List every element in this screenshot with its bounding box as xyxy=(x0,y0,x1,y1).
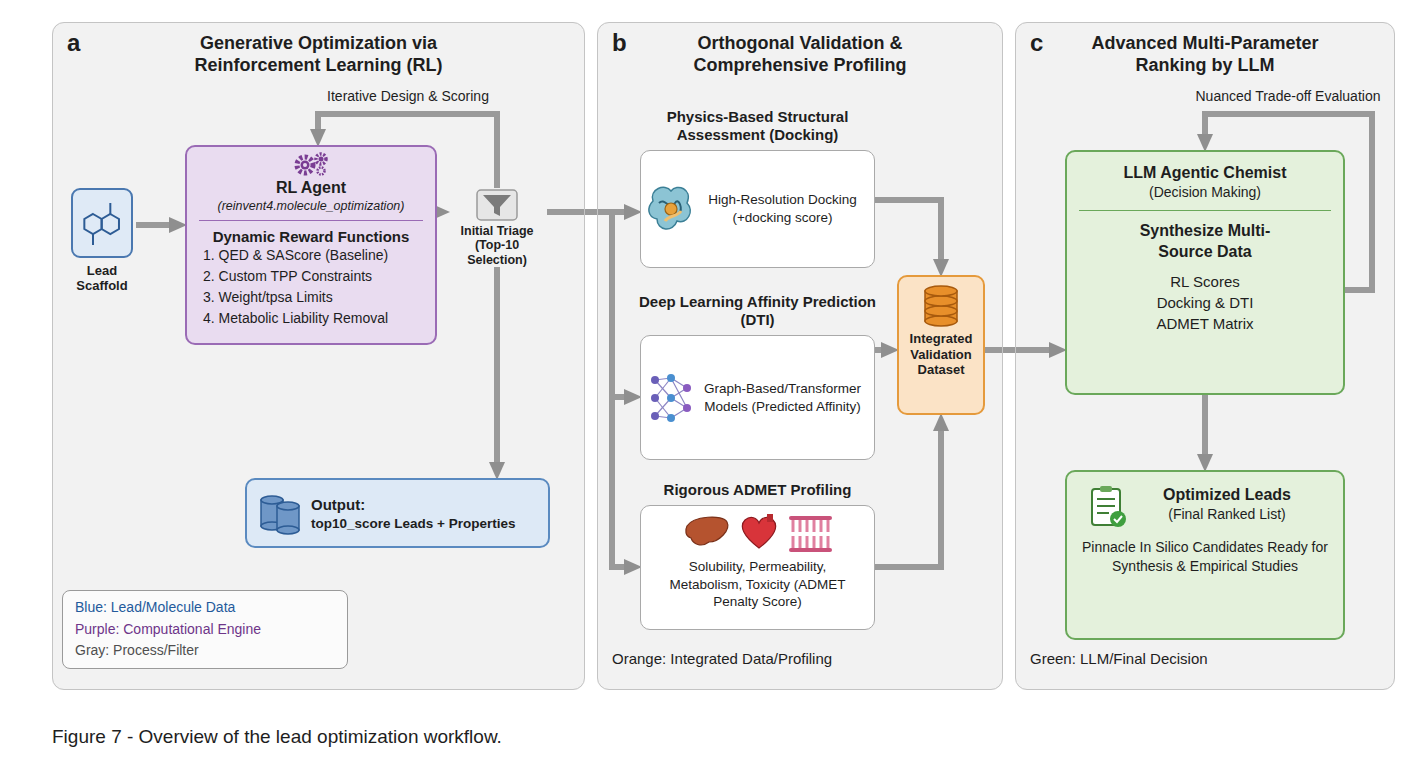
panel-title: Generative Optimization via Reinforcemen… xyxy=(169,33,469,76)
node-text: 1. QED & SAScore (Baseline) xyxy=(199,245,423,266)
figure-caption: Figure 7 - Overview of the lead optimiza… xyxy=(52,726,502,748)
docking-box: Physics-Based Structural Assessment (Doc… xyxy=(640,150,875,268)
panel-title: Advanced Multi-Parameter Ranking by LLM xyxy=(1075,33,1335,76)
flow-arrow xyxy=(875,425,941,567)
lead-scaffold: Lead Scaffold xyxy=(68,188,136,298)
box-heading: Physics-Based Structural Assessment (Doc… xyxy=(635,108,880,146)
node-text: Synthesize Multi-Source Data xyxy=(1079,210,1331,263)
loop-label: Nuanced Trade-off Evaluation xyxy=(1193,88,1384,104)
network-icon xyxy=(647,370,695,426)
flow-arrow xyxy=(875,200,941,265)
panel-letter: a xyxy=(67,29,80,57)
funnel-icon xyxy=(475,188,519,222)
node-text: Optimized Leads xyxy=(1119,486,1291,504)
node-text: Output: xyxy=(311,496,365,513)
llm-box: LLM Agentic Chemist (Decision Making) Synt… xyxy=(1065,150,1345,395)
panel: a Generative Optimization via Reinforceme… xyxy=(52,22,585,690)
box-heading: Deep Learning Affinity Prediction (DTI) xyxy=(635,293,880,331)
node-text: LLM Agentic Chemist xyxy=(1124,164,1287,182)
node-text: 4. Metabolic Liability Removal xyxy=(199,308,423,329)
output-box: Output: top10_score Leads + Properties xyxy=(245,478,550,548)
flow-arrow xyxy=(494,267,500,468)
node-text: Dynamic Reward Functions xyxy=(199,220,423,245)
flow-arrow xyxy=(547,212,630,397)
panel-title: Orthogonal Validation & Comprehensive Pr… xyxy=(675,33,925,76)
node-text: Initial Triage (Top-10 Selection) xyxy=(447,224,547,267)
clipboard-icon xyxy=(1089,484,1129,530)
panel: c Advanced Multi-Parameter Ranking by LLM… xyxy=(1015,22,1395,690)
flow-arrow xyxy=(437,209,438,215)
database-icon xyxy=(257,492,303,536)
color-note: Orange: Integrated Data/Profiling xyxy=(612,650,832,667)
node-text: Pinnacle In Silico Candidates Ready for … xyxy=(1079,538,1331,576)
scaffold-icon xyxy=(71,188,133,258)
admet-icons xyxy=(683,512,833,554)
dataset-box: Integrated Validation Dataset xyxy=(897,275,985,415)
rl-agent-box: RL Agent (reinvent4.molecule_optimization… xyxy=(185,145,437,345)
panel: b Orthogonal Validation & Comprehensive P… xyxy=(597,22,1003,690)
node-text: (Final Ranked List) xyxy=(1124,506,1286,522)
flow-arrow xyxy=(1202,395,1208,460)
flow-arrow xyxy=(547,212,630,567)
node-text: Lead Scaffold xyxy=(68,264,136,294)
box-heading: Rigorous ADMET Profiling xyxy=(635,481,880,500)
node-text: (reinvent4.molecule_optimization) xyxy=(218,199,405,213)
panel-letter: b xyxy=(612,29,627,57)
node-text: Graph-Based/Transformer Models (Predicte… xyxy=(699,380,866,415)
node-text: RL Scores Docking & DTI ADMET Matrix xyxy=(1143,271,1268,334)
node-text: 3. Weight/tpsa Limits xyxy=(199,287,423,308)
node-text: Blue: Lead/Molecule Data xyxy=(75,597,235,619)
node-text: top10_score Leads + Properties xyxy=(311,516,515,531)
color-note: Green: LLM/Final Decision xyxy=(1030,650,1208,667)
dti-box: Deep Learning Affinity Prediction (DTI)G… xyxy=(640,335,875,460)
color-key-box: Blue: Lead/Molecule DataPurple: Computat… xyxy=(62,590,348,669)
node-text: High-Resolution Docking (+docking score) xyxy=(699,191,866,226)
flow-arrow xyxy=(875,347,887,353)
leads-box: Optimized Leads (Final Ranked List) Pinnac… xyxy=(1065,470,1345,640)
loop-label: Iterative Design & Scoring xyxy=(324,88,492,104)
flow-arrow xyxy=(136,222,175,228)
triage-filter: Initial Triage (Top-10 Selection) xyxy=(447,188,547,267)
node-text: (Decision Making) xyxy=(1149,184,1261,200)
node-text: Solubility, Permeability, Metabolism, To… xyxy=(651,558,864,611)
node-text: Purple: Computational Engine xyxy=(75,619,261,641)
dataset-icon xyxy=(921,285,961,327)
admet-box: Rigorous ADMET ProfilingSolubility, Perm… xyxy=(640,505,875,630)
node-text: Gray: Process/Filter xyxy=(75,640,199,662)
node-text: Integrated Validation Dataset xyxy=(903,331,979,378)
flow-arrow xyxy=(985,347,1055,353)
gear-icon xyxy=(291,151,331,177)
protein-icon xyxy=(647,181,695,239)
node-text: RL Agent xyxy=(276,179,346,197)
node-text: 2. Custom TPP Constraints xyxy=(199,266,423,287)
panel-letter: c xyxy=(1030,29,1043,57)
